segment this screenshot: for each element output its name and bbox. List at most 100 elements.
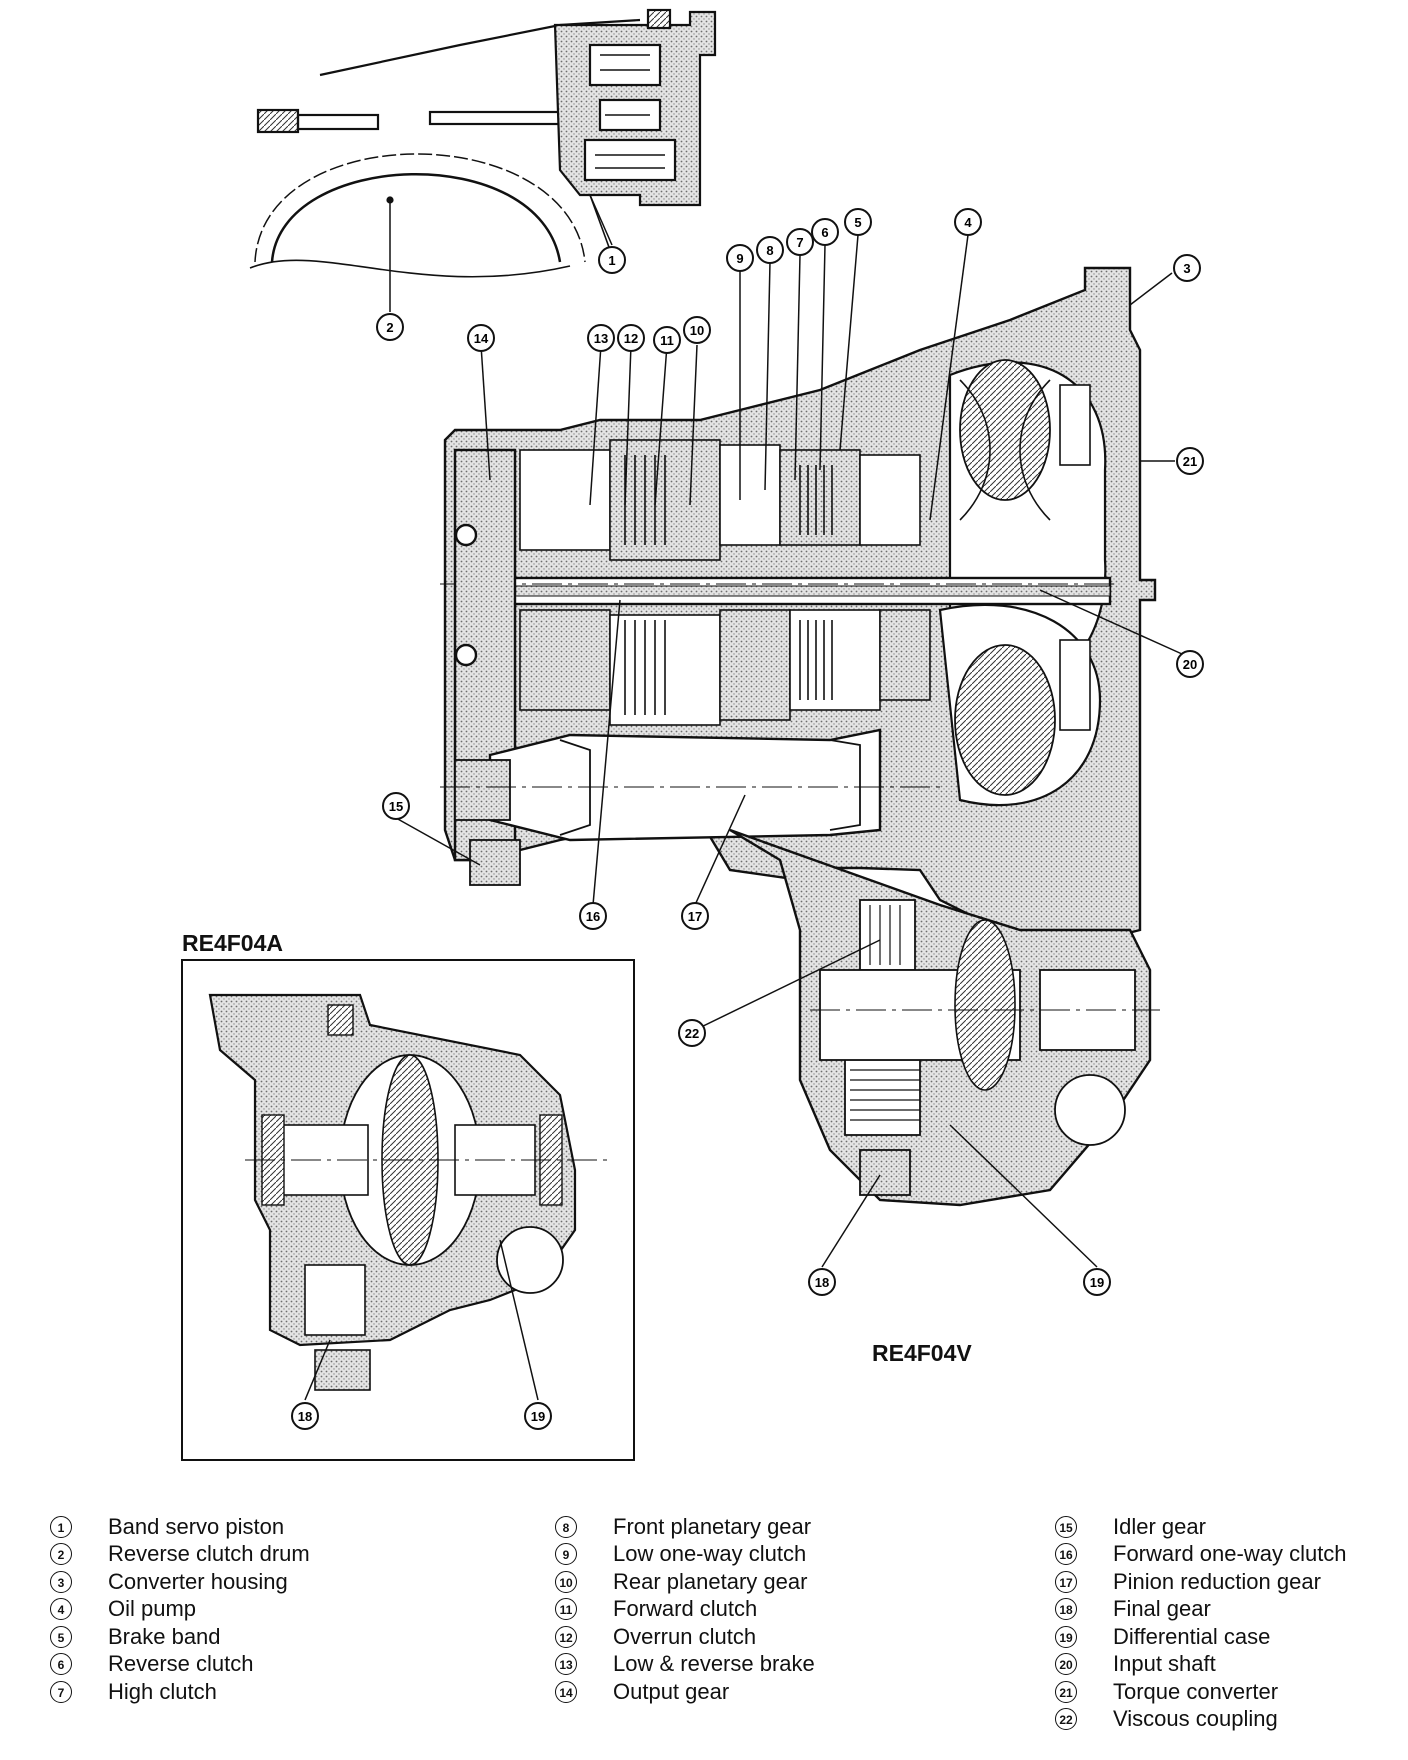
callout-9-number: 9: [736, 251, 743, 266]
legend-label: Final gear: [1113, 1596, 1211, 1622]
legend-number: 14: [555, 1680, 577, 1703]
legend-label: Brake band: [108, 1623, 221, 1649]
legend-item: 17 Pinion reduction gear: [1055, 1568, 1347, 1596]
callout-22: 22: [678, 1019, 706, 1047]
callout-9: 9: [726, 244, 754, 272]
callout-11-number: 11: [660, 333, 674, 348]
legend-item: 1 Band servo piston: [50, 1513, 310, 1541]
callout-3: 3: [1173, 254, 1201, 282]
legend-label: Pinion reduction gear: [1113, 1568, 1321, 1594]
callout-10-number: 10: [690, 323, 704, 338]
callout-7-number: 7: [796, 235, 803, 250]
callout-4-number: 4: [964, 215, 972, 230]
callout-15-number: 15: [389, 799, 403, 814]
callout-8-number: 8: [766, 243, 773, 258]
legend-item: 19 Differential case: [1055, 1623, 1347, 1651]
callout-20-number: 20: [1183, 657, 1197, 672]
callout-12-number: 12: [624, 331, 638, 346]
legend-number: 7: [50, 1680, 72, 1703]
legend-number: 19: [1055, 1625, 1077, 1648]
legend-label: Viscous coupling: [1113, 1706, 1278, 1732]
legend-number: 21: [1055, 1680, 1077, 1703]
legend-item: 21 Torque converter: [1055, 1678, 1347, 1706]
inset-model-label: RE4F04A: [182, 930, 283, 956]
legend-number: 10: [555, 1570, 577, 1593]
legend-label: Reverse clutch drum: [108, 1541, 310, 1567]
legend-item: 2 Reverse clutch drum: [50, 1541, 310, 1569]
legend-label: Overrun clutch: [613, 1623, 757, 1649]
callout-4: 4: [954, 208, 982, 236]
legend-item: 14 Output gear: [555, 1678, 815, 1706]
legend-label: Low one-way clutch: [613, 1541, 807, 1567]
callout-2-number: 2: [386, 320, 393, 335]
callout-5-number: 5: [854, 215, 861, 230]
callout-18-number: 18: [815, 1275, 829, 1290]
band-servo-detail-view: [249, 8, 717, 278]
callout-19-number: 19: [1090, 1275, 1104, 1290]
legend-label: Differential case: [1113, 1623, 1271, 1649]
callout-21-number: 21: [1183, 454, 1197, 469]
callout-7: 7: [786, 228, 814, 256]
callout-5: 5: [844, 208, 872, 236]
callout-21: 21: [1176, 447, 1204, 475]
callout-16-number: 16: [586, 909, 600, 924]
legend-item: 13 Low & reverse brake: [555, 1651, 815, 1679]
callout-6-number: 6: [821, 225, 828, 240]
inset-re4f04a-differential: [181, 959, 635, 1461]
inset-callout-19-number: 19: [531, 1409, 545, 1424]
legend-label: Rear planetary gear: [613, 1568, 808, 1594]
legend-number: 3: [50, 1570, 72, 1593]
callout-10: 10: [683, 316, 711, 344]
main-model-label: RE4F04V: [872, 1340, 972, 1366]
callout-18: 18: [808, 1268, 836, 1296]
legend-item: 7 High clutch: [50, 1678, 310, 1706]
legend-number: 8: [555, 1515, 577, 1538]
legend-number: 17: [1055, 1570, 1077, 1593]
legend-number: 6: [50, 1653, 72, 1676]
legend-label: Oil pump: [108, 1596, 197, 1622]
legend-item: 10 Rear planetary gear: [555, 1568, 815, 1596]
legend-label: Input shaft: [1113, 1651, 1216, 1677]
callout-14: 14: [467, 324, 495, 352]
legend-label: Converter housing: [108, 1568, 288, 1594]
legend-number: 1: [50, 1515, 72, 1538]
callout-6: 6: [811, 218, 839, 246]
legend-number: 15: [1055, 1515, 1077, 1538]
callout-1: 1: [598, 246, 626, 274]
legend-number: 20: [1055, 1653, 1077, 1676]
legend-number: 16: [1055, 1543, 1077, 1566]
legend-number: 12: [555, 1625, 577, 1648]
legend-number: 13: [555, 1653, 577, 1676]
callout-2: 2: [376, 313, 404, 341]
legend-label: Output gear: [613, 1678, 730, 1704]
legend-label: Low & reverse brake: [613, 1651, 815, 1677]
legend-number: 4: [50, 1598, 72, 1621]
callout-17: 17: [681, 902, 709, 930]
callout-11: 11: [653, 326, 681, 354]
legend-number: 2: [50, 1543, 72, 1566]
callout-13-number: 13: [594, 331, 608, 346]
callout-8: 8: [756, 236, 784, 264]
callout-20: 20: [1176, 650, 1204, 678]
callout-22-number: 22: [685, 1026, 699, 1041]
legend-label: Torque converter: [1113, 1678, 1279, 1704]
callout-1-number: 1: [608, 253, 615, 268]
legend-item: 4 Oil pump: [50, 1596, 310, 1624]
callout-17-number: 17: [688, 909, 702, 924]
legend-label: Band servo piston: [108, 1513, 285, 1539]
legend-item: 20 Input shaft: [1055, 1651, 1347, 1679]
callout-bubbles: 1 2 3 4 5 6 7 8 9 10 11 12 13 14 15 16 1…: [291, 208, 1204, 1430]
legend-label: High clutch: [108, 1678, 217, 1704]
legend-label: Front planetary gear: [613, 1513, 812, 1539]
legend-label: Idler gear: [1113, 1513, 1206, 1539]
